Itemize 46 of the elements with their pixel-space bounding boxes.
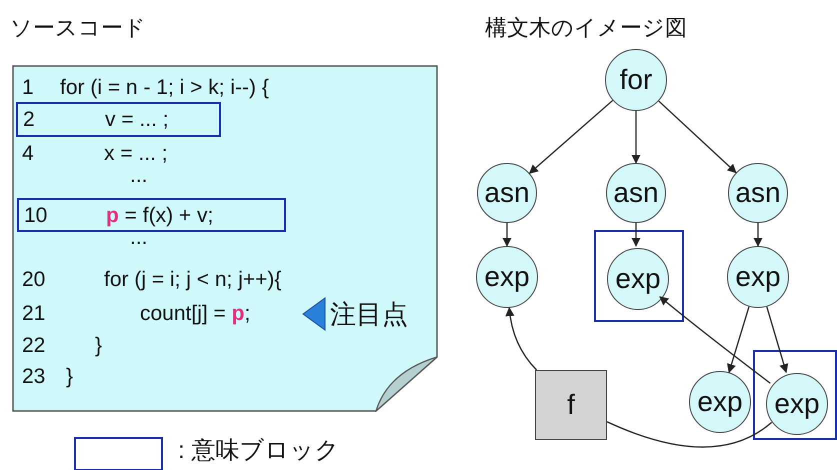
semantic-block-box <box>17 198 286 232</box>
syntax-tree-node: exp <box>607 248 669 310</box>
code-text: } <box>95 333 102 359</box>
syntax-tree-node: exp <box>766 373 828 435</box>
syntax-tree-node: exp <box>476 246 538 308</box>
line-number: 20 <box>22 267 46 293</box>
arrow <box>631 111 641 164</box>
syntax-tree-node: exp <box>727 246 789 308</box>
arrow <box>753 223 763 247</box>
code-listing-panel <box>12 65 438 412</box>
arrow <box>766 306 788 374</box>
code-text: for (j = i; j < n; j++){ <box>104 267 282 293</box>
semantic-block-box <box>16 102 221 137</box>
line-number: 23 <box>22 364 46 390</box>
arrow <box>727 306 750 374</box>
section-title: ソースコード <box>10 14 146 42</box>
line-number: 10 <box>24 203 48 229</box>
code-text: v = ... ; <box>105 107 169 133</box>
line-number: 1 <box>22 75 34 101</box>
semantic-block-frame <box>753 350 837 440</box>
annotation-text: 注目点 <box>330 298 408 330</box>
arrow <box>502 223 512 247</box>
arrow <box>659 296 771 384</box>
syntax-tree-node: asn <box>606 163 666 223</box>
syntax-tree-node: for <box>605 49 667 111</box>
connector-line <box>606 421 772 448</box>
arrow <box>631 223 641 247</box>
line-number: 2 <box>23 107 35 133</box>
syntax-tree-node: asn <box>728 163 788 223</box>
syntax-tree-node: exp <box>689 371 751 433</box>
line-number: 22 <box>22 333 46 359</box>
arrow <box>528 100 614 174</box>
line-number: 4 <box>22 141 34 167</box>
code-text: for (i = n - 1; i > k; i--) { <box>60 75 269 101</box>
legend-text: : 意味ブロック <box>178 436 340 466</box>
code-text: p = f(x) + v; <box>106 203 214 229</box>
arrow <box>658 100 737 174</box>
code-text: count[j] = p; <box>140 301 250 327</box>
line-number: 21 <box>22 301 46 327</box>
function-box: f <box>535 370 607 440</box>
code-text: } <box>66 364 74 390</box>
section-title: 構文木のイメージ図 <box>485 14 687 42</box>
semantic-block-frame <box>594 230 684 322</box>
syntax-tree-node: asn <box>477 163 537 223</box>
arrow <box>506 307 538 370</box>
code-text: ... <box>130 226 148 251</box>
